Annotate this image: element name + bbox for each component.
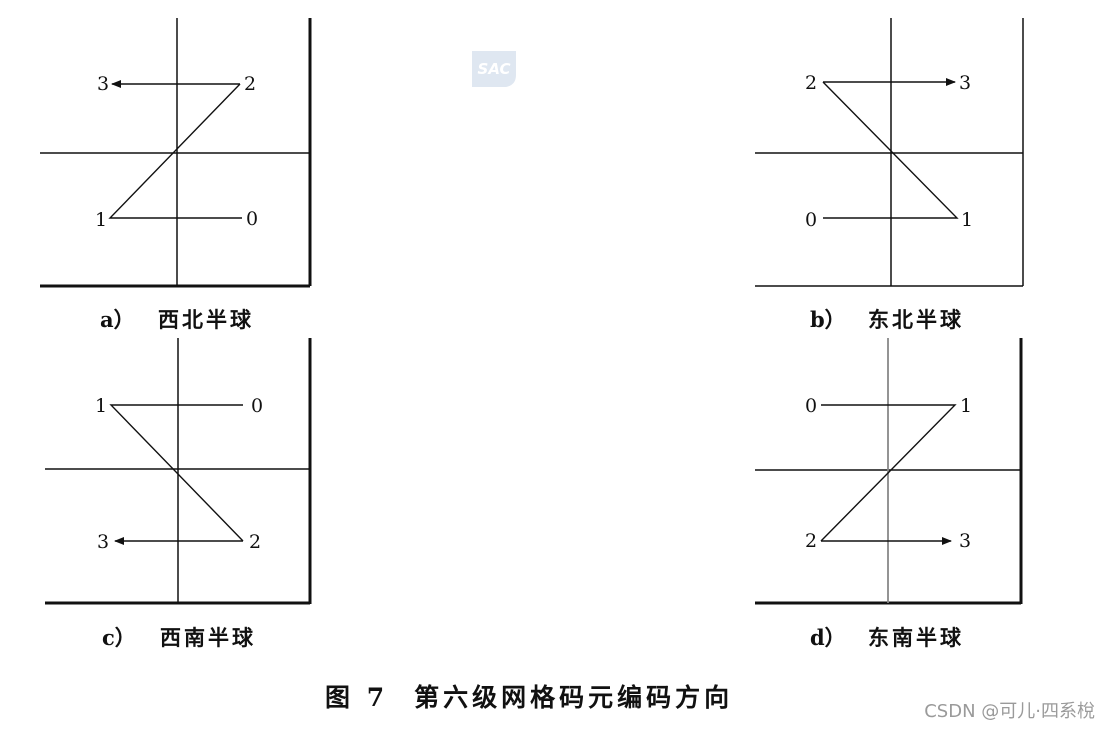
caption-text: 西南半球 — [160, 625, 256, 650]
point-label-0: 0 — [251, 395, 263, 417]
point-label-3: 3 — [97, 73, 109, 95]
caption-tag: a） — [100, 307, 135, 332]
caption-text: 西北半球 — [158, 307, 254, 332]
sac-logo: SAC — [470, 45, 518, 90]
caption-tag: c） — [102, 625, 136, 650]
svg-text:SAC: SAC — [478, 60, 511, 78]
caption-tag: b） — [810, 307, 846, 332]
point-label-2: 2 — [805, 72, 817, 94]
point-label-3: 3 — [959, 72, 971, 94]
point-label-0: 0 — [246, 208, 258, 230]
caption-tag: d） — [810, 625, 846, 650]
point-label-2: 2 — [805, 530, 817, 552]
encoding-path — [822, 81, 959, 219]
point-label-3: 3 — [97, 531, 109, 553]
point-label-1: 1 — [95, 209, 107, 231]
encoding-path — [820, 404, 957, 542]
encoding-path — [109, 404, 244, 542]
caption-b: b） 东北半球 — [810, 304, 964, 334]
point-label-2: 2 — [244, 73, 256, 95]
point-label-1: 1 — [961, 209, 973, 231]
point-label-3: 3 — [959, 530, 971, 552]
figure-title: 图 7 第六级网格码元编码方向 — [325, 678, 733, 714]
panel-b-northeast: 0 1 2 3 — [755, 18, 1030, 290]
figure-title-text: 第六级网格码元编码方向 — [414, 683, 734, 712]
point-label-1: 1 — [960, 395, 972, 417]
caption-text: 东北半球 — [868, 307, 964, 332]
caption-text: 东南半球 — [868, 625, 964, 650]
panel-d-southeast: 0 1 2 3 — [755, 338, 1030, 610]
figure-number: 图 7 — [325, 683, 389, 712]
caption-a: a） 西北半球 — [100, 304, 254, 334]
csdn-watermark: CSDN @可儿·四系梲 — [924, 701, 1095, 722]
caption-c: c） 西南半球 — [102, 622, 256, 652]
panel-a-northwest: 0 1 2 3 — [40, 18, 315, 290]
encoding-path — [108, 83, 242, 219]
point-label-0: 0 — [805, 209, 817, 231]
point-label-2: 2 — [249, 531, 261, 553]
point-label-1: 1 — [95, 395, 107, 417]
point-label-0: 0 — [805, 395, 817, 417]
panel-c-southwest: 0 1 2 3 — [45, 338, 320, 610]
caption-d: d） 东南半球 — [810, 622, 964, 652]
